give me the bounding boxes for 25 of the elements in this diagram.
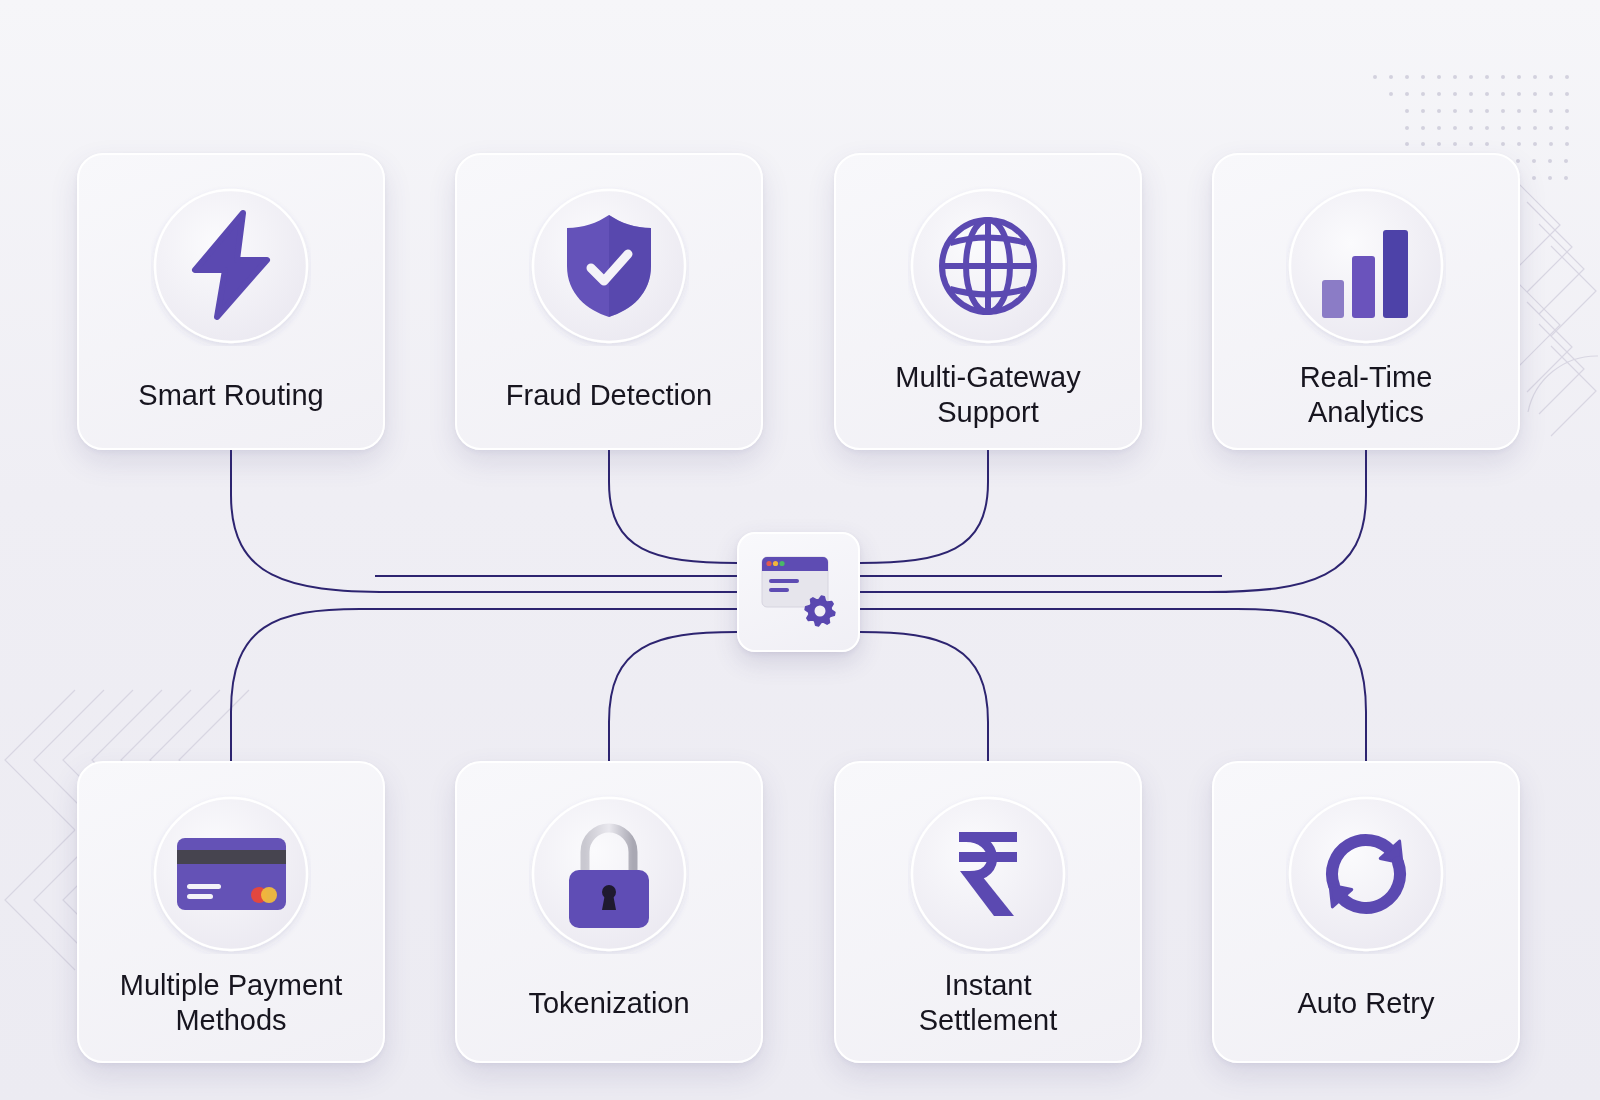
card-title: Instant Settlement	[917, 968, 1059, 1038]
feature-card	[1212, 153, 1520, 450]
connector-line	[859, 449, 1367, 593]
feature-card	[455, 761, 763, 1063]
connector-line	[608, 449, 738, 564]
feature-card	[77, 153, 385, 450]
hub-tile	[737, 532, 860, 652]
card-title: Real-Time Analytics	[1298, 360, 1434, 430]
feature-card	[1212, 761, 1520, 1063]
feature-card	[834, 153, 1142, 450]
connector-line	[230, 608, 738, 762]
card-title: Fraud Detection	[505, 377, 713, 413]
connector-line	[859, 608, 1367, 762]
feature-card	[77, 761, 385, 1063]
card-title: Auto Retry	[1297, 985, 1435, 1021]
feature-card	[455, 153, 763, 450]
card-title: Tokenization	[528, 985, 690, 1021]
connector-line	[608, 631, 738, 762]
card-title: Smart Routing	[138, 377, 324, 413]
feature-card	[834, 761, 1142, 1063]
connector-line	[859, 449, 989, 564]
connector-line	[859, 631, 989, 762]
card-title: Multi-Gateway Support	[894, 360, 1082, 430]
connector-line	[230, 449, 738, 593]
card-title: Multiple Payment Methods	[118, 968, 344, 1038]
